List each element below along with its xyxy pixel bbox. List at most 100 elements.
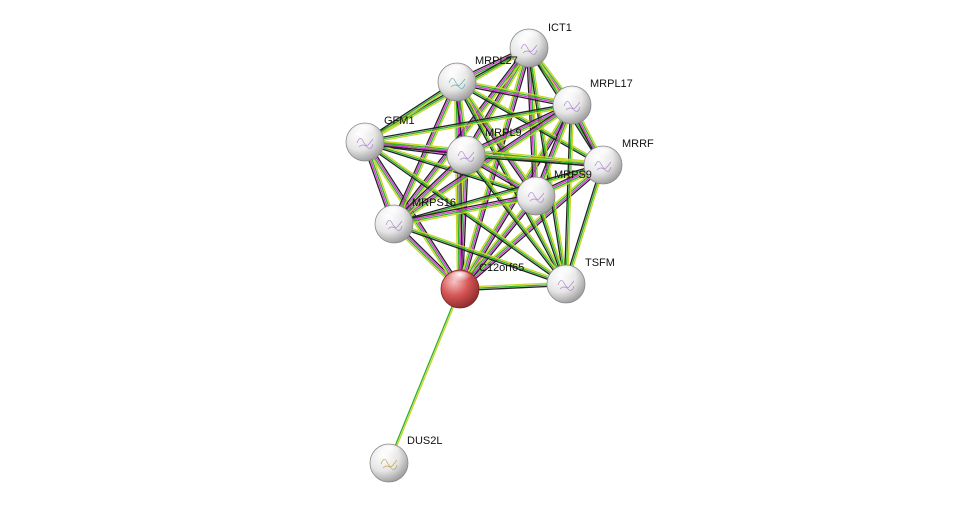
node-label: GFM1 (384, 115, 415, 127)
node-MRPL9[interactable]: MRPL9 (446, 127, 522, 175)
edge-MRPL17-TSFM[interactable] (563, 104, 575, 285)
edge-line-coexpression (563, 163, 603, 285)
edge-line-coexpression (455, 83, 573, 109)
node-highlight (591, 147, 615, 162)
node-highlight (382, 206, 406, 221)
structure-thumbnail-icon (527, 192, 545, 203)
edge-MRPS16-TSFM[interactable] (392, 221, 568, 287)
edge-line-database (393, 196, 537, 226)
edge-line-database (393, 223, 567, 285)
node-highlight (448, 271, 472, 286)
node-label: MRPL17 (590, 78, 633, 90)
node-label: ICT1 (548, 22, 572, 34)
edge-MRRF-TSFM[interactable] (563, 163, 606, 286)
edge-C12orf65-MRRF[interactable] (457, 162, 606, 292)
edge-MRPL27-MRPL17[interactable] (455, 78, 574, 109)
edge-line-coexpression (391, 45, 528, 224)
edge-MRPL9-TSFM[interactable] (464, 153, 568, 286)
structure-thumbnail-icon (457, 151, 475, 162)
node-DUS2L[interactable]: DUS2L (369, 435, 442, 483)
node-highlight (454, 137, 478, 152)
edge-line-coexpression (526, 47, 566, 285)
node-label: TSFM (585, 257, 615, 269)
node-label: MRPS9 (554, 169, 592, 181)
node-highlight (554, 266, 578, 281)
edge-line-textmining (393, 221, 568, 284)
edge-line-database (364, 104, 573, 143)
node-MRPL27[interactable]: MRPL27 (437, 55, 518, 102)
edge-line-database (565, 164, 604, 285)
edge-line-coexpression (563, 104, 572, 285)
edge-line-database (455, 81, 460, 290)
edge-line-coexpression (392, 192, 537, 223)
edge-line-textmining (389, 288, 462, 464)
node-C12orf65[interactable]: C12orf65 (440, 262, 524, 309)
node-MRPL17[interactable]: MRPL17 (552, 78, 633, 125)
edge-line-experiments (456, 82, 573, 107)
node-MRRF[interactable]: MRRF (583, 138, 654, 185)
edge-line-database (457, 80, 538, 197)
edge-line-textmining (456, 78, 574, 104)
structure-thumbnail-icon (520, 44, 538, 55)
node-highlight (377, 445, 401, 460)
edge-line-textmining (566, 164, 606, 286)
structure-thumbnail-icon (563, 101, 581, 112)
node-label: C12orf65 (479, 262, 524, 274)
node-MRPS9[interactable]: MRPS9 (516, 169, 592, 216)
structure-thumbnail-icon (385, 220, 403, 231)
edge-line-coexpression (363, 142, 566, 286)
edge-line-database (466, 47, 531, 157)
structure-thumbnail-icon (448, 78, 466, 89)
edge-line-database (458, 194, 537, 290)
edge-line-experiments (459, 195, 538, 291)
edge-line-coexpression (463, 46, 528, 155)
node-label: DUS2L (407, 435, 442, 447)
edge-line-database (393, 105, 574, 226)
edge-C12orf65-GFM1[interactable] (362, 140, 463, 291)
node-MRPS16[interactable]: MRPS16 (374, 197, 456, 244)
edge-C12orf65-DUS2L[interactable] (387, 288, 462, 464)
edge-MRPL9-MRRF[interactable] (465, 152, 604, 168)
node-TSFM[interactable]: TSFM (546, 257, 615, 304)
edge-ICT1-MRPL9[interactable] (463, 46, 532, 157)
edge-line-database (387, 288, 460, 464)
edge-line-coexpression (460, 166, 606, 292)
edge-line-experiments (365, 140, 462, 290)
edge-MRPL17-GFM1[interactable] (364, 102, 573, 145)
edge-line-textmining (457, 193, 535, 289)
edge-line-database (458, 163, 604, 290)
edge-line-coexpression (364, 102, 573, 142)
node-highlight (517, 30, 541, 45)
edge-line-textmining (393, 197, 538, 228)
edge-line-experiments (464, 46, 529, 156)
edge-line-database (456, 80, 573, 105)
structure-thumbnail-icon (557, 280, 575, 291)
edge-line-coexpression (464, 155, 566, 286)
node-label: MRPS16 (412, 197, 456, 209)
edge-line-coexpression (392, 162, 604, 224)
node-ICT1[interactable]: ICT1 (509, 22, 572, 68)
edge-line-textmining (465, 152, 604, 165)
edge-MRPS9-MRPS16[interactable] (392, 192, 538, 228)
edge-line-textmining (467, 48, 532, 157)
structure-thumbnail-icon (594, 161, 612, 172)
edge-line-coexpression (464, 102, 572, 154)
edge-line-experiments (459, 164, 605, 291)
edge-line-database (465, 154, 567, 285)
node-highlight (353, 124, 377, 139)
node-GFM1[interactable]: GFM1 (345, 115, 415, 162)
edge-line-textmining (395, 82, 460, 226)
edge-line-coexpression (465, 155, 604, 168)
structure-thumbnail-icon (356, 138, 374, 149)
edge-line-experiments (465, 103, 573, 155)
node-highlight (524, 178, 548, 193)
edge-line-database (465, 154, 604, 166)
node-label: MRPL27 (475, 55, 518, 67)
edge-line-database (565, 104, 573, 285)
node-highlight (560, 87, 584, 102)
edge-line-database (363, 141, 460, 291)
structure-thumbnail-icon (380, 459, 398, 470)
edge-line-experiments (393, 194, 537, 224)
